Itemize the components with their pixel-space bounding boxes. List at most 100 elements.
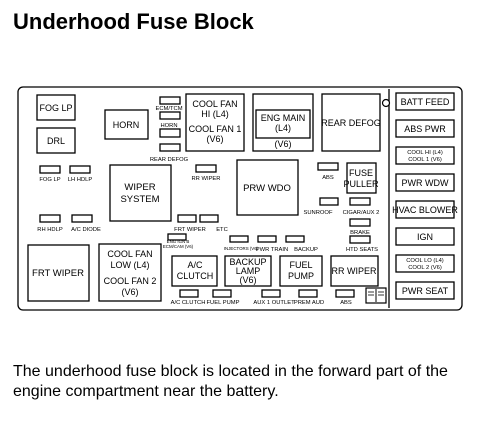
- svg-text:FRT WIPER: FRT WIPER: [32, 268, 84, 279]
- svg-text:BATT FEED: BATT FEED: [401, 97, 450, 107]
- backup-fuse: [285, 235, 305, 243]
- svg-text:COOL HI (L4): COOL HI (L4): [407, 150, 443, 156]
- cool-fan-hi-relay: COOL FAN HI (L4) COOL FAN 1 (V6): [185, 93, 245, 152]
- svg-text:A/C: A/C: [187, 260, 203, 270]
- svg-text:(V6): (V6): [206, 134, 223, 144]
- svg-text:RR WIPER: RR WIPER: [332, 266, 378, 276]
- svg-text:LAMP: LAMP: [236, 266, 261, 276]
- fog-lp-relay: FOG LP: [36, 94, 76, 121]
- fuel-pump-relay: FUEL PUMP: [279, 255, 323, 287]
- cool-hi-fuse: COOL HI (L4) COOL 1 (V6): [395, 146, 455, 165]
- fuse-puller[interactable]: FUSE PULLER: [343, 162, 379, 194]
- pwr-seat-fuse: PWR SEAT: [395, 281, 455, 300]
- prem-aud-label: PREM AUD: [294, 300, 324, 306]
- pwr-train-fuse: [257, 235, 277, 243]
- svg-text:COOL FAN: COOL FAN: [107, 249, 152, 259]
- svg-text:LOW (L4): LOW (L4): [110, 260, 149, 270]
- svg-text:FUEL: FUEL: [289, 260, 312, 270]
- ac-clutch-fuse: [179, 289, 199, 298]
- etc-fuse: [199, 214, 219, 223]
- svg-text:COOL FAN 1: COOL FAN 1: [189, 124, 242, 134]
- svg-text:IGN: IGN: [417, 232, 433, 242]
- abs-pwr-fuse: ABS PWR: [395, 119, 455, 138]
- eng-ign-b-fuse: [167, 233, 187, 241]
- svg-text:COOL 2 (V6): COOL 2 (V6): [408, 265, 442, 271]
- svg-text:COOL 1 (V6): COOL 1 (V6): [408, 157, 442, 163]
- svg-text:HVAC BLOWER: HVAC BLOWER: [392, 205, 458, 215]
- eng-main-relay: ENG MAIN (L4) (V6): [252, 93, 314, 152]
- rh-hdlp-fuse: [39, 214, 61, 223]
- rr-wiper-fuse: [195, 164, 217, 173]
- svg-text:COOL LO (L4): COOL LO (L4): [406, 258, 444, 264]
- ac-diode-fuse: [71, 214, 93, 223]
- fuel-pump-fuse: [212, 289, 232, 298]
- brake-fuse-label: BRAKE: [350, 230, 370, 236]
- svg-text:REAR DEFOG: REAR DEFOG: [321, 118, 381, 128]
- rr-wiper-fuse-label: RR WIPER: [192, 176, 221, 182]
- rear-defog-relay: REAR DEFOG: [321, 93, 381, 152]
- horn-relay: HORN: [104, 109, 149, 140]
- svg-text:PUMP: PUMP: [288, 271, 314, 281]
- owner-manual-icon: [365, 287, 387, 304]
- svg-text:PRW WDO: PRW WDO: [243, 183, 291, 194]
- svg-text:(L4): (L4): [275, 123, 291, 133]
- ac-clutch-fuse-label: A/C CLUTCH: [171, 300, 206, 306]
- svg-text:ECM/TCM: ECM/TCM: [155, 106, 182, 112]
- ign-fuse: IGN: [395, 227, 455, 246]
- prem-aud-fuse: [298, 289, 318, 298]
- mounting-hole-icon: [381, 98, 391, 108]
- rear-defog-fuse-slot: [159, 143, 181, 152]
- brake-fuse: [349, 218, 371, 227]
- svg-text:ABS PWR: ABS PWR: [404, 124, 446, 134]
- pwr-wdw-fuse: PWR WDW: [395, 173, 455, 192]
- svg-text:PWR WDW: PWR WDW: [402, 178, 449, 188]
- batt-feed-fuse: BATT FEED: [395, 92, 455, 111]
- injectors-fuse: [229, 235, 249, 243]
- sunroof-fuse: [319, 197, 339, 206]
- abs-fuse-2: [335, 289, 355, 298]
- svg-text:PULLER: PULLER: [343, 179, 379, 189]
- svg-text:CLUTCH: CLUTCH: [177, 271, 214, 281]
- ecm-tcm-fuse: ECM/TCM: [155, 96, 183, 120]
- fog-lp-fuse: [39, 165, 61, 174]
- aux1-outlet-label: AUX 1 OUTLET: [253, 300, 295, 306]
- svg-text:SYSTEM: SYSTEM: [120, 194, 159, 205]
- lh-hdlp-fuse: [69, 165, 91, 174]
- svg-text:PWR SEAT: PWR SEAT: [402, 286, 449, 296]
- svg-text:HI (L4): HI (L4): [201, 109, 229, 119]
- horn-fuse-slot: [159, 111, 181, 120]
- svg-text:(V6): (V6): [239, 275, 256, 285]
- backup-fuse-label: BACKUP: [294, 247, 318, 253]
- wiper-system-relay: WIPER SYSTEM: [109, 164, 172, 222]
- abs-fuse: [317, 162, 339, 171]
- ac-diode-fuse-label: A/C DIODE: [71, 227, 101, 233]
- ac-clutch-relay: A/C CLUTCH: [171, 255, 218, 287]
- svg-text:DRL: DRL: [47, 136, 65, 146]
- frt-wiper-fuse-label: FRT WIPER: [174, 227, 206, 233]
- cigar-aux2-fuse-label: CIGAR/AUX 2: [343, 210, 380, 216]
- cool-lo-fuse: COOL LO (L4) COOL 2 (V6): [395, 254, 455, 273]
- svg-text:HORN: HORN: [160, 123, 177, 129]
- svg-text:COOL FAN: COOL FAN: [192, 99, 237, 109]
- fuel-pump-fuse-label: FUEL PUMP: [207, 300, 240, 306]
- lh-hdlp-fuse-label: LH HDLP: [68, 177, 93, 183]
- htd-seats-fuse: [349, 235, 371, 244]
- eng-ign-b-label: ENG IGN B: [167, 239, 190, 244]
- svg-text:COOL FAN 2: COOL FAN 2: [104, 276, 157, 286]
- svg-text:WIPER: WIPER: [124, 182, 155, 193]
- rr-wiper-relay: RR WIPER: [330, 255, 379, 287]
- cigar-aux2-fuse: [349, 197, 371, 206]
- abs-fuse-label: ABS: [322, 175, 334, 181]
- svg-text:(V6): (V6): [121, 287, 138, 297]
- cool-fan-low-relay: COOL FAN LOW (L4) COOL FAN 2 (V6): [98, 243, 162, 302]
- rear-defog-fuse-label: REAR DEFOG: [150, 157, 189, 163]
- page-title: Underhood Fuse Block: [13, 9, 254, 34]
- svg-text:HORN: HORN: [113, 120, 140, 130]
- ecm-cam-label: ECM/CAM (V6): [163, 244, 194, 249]
- prw-wdo-relay: PRW WDO: [236, 159, 299, 216]
- etc-fuse-label: ETC: [216, 227, 228, 233]
- frt-wiper-relay: FRT WIPER: [27, 244, 90, 302]
- horn-fuse: HORN: [159, 123, 181, 152]
- injectors-label: INJECTORS (V6): [224, 246, 259, 251]
